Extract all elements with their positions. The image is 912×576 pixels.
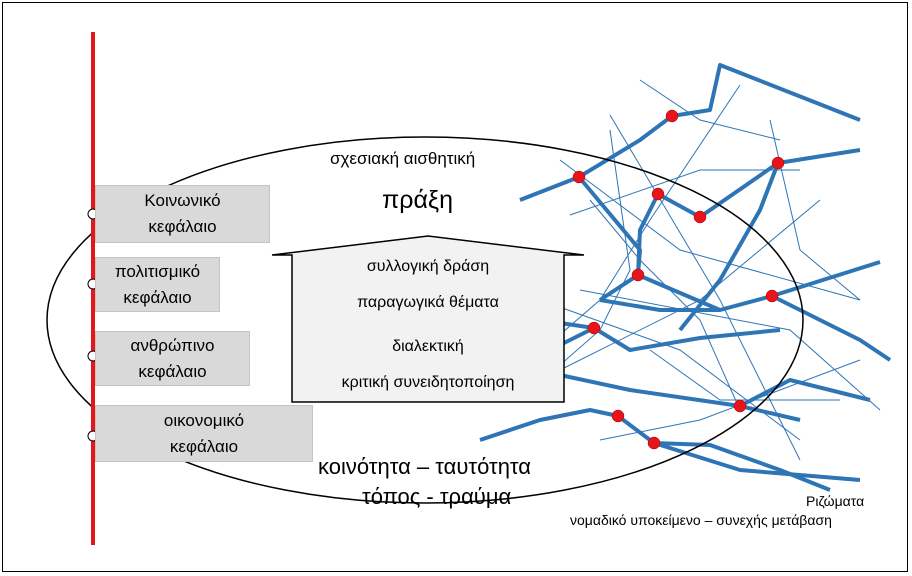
social-capital-label: Κοινωνικό κεφάλαιο: [144, 191, 221, 236]
praxis-arrow: [271, 235, 585, 403]
community-identity-label: κοινότητα – ταυτότητα: [318, 454, 532, 479]
rhizome-nodes: [572, 109, 785, 450]
cultural-capital-label: πολιτισμικό κεφάλαιο: [114, 261, 201, 307]
economic-capital-label: οικονομικό κεφάλαιο: [163, 410, 245, 456]
central-ellipse: [46, 136, 804, 504]
arrow-item-dialectic: διαλεκτική: [392, 338, 464, 355]
social-capital-box: Κοινωνικό κεφάλαιο: [95, 185, 270, 243]
place-trauma-label: τόπος - τραύμα: [362, 484, 512, 509]
human-capital-label: ανθρώπινο κεφάλαιο: [130, 335, 215, 381]
relational-aesthetics-label: σχεσιακή αισθητική: [330, 149, 476, 168]
rhizomes-label: Ριζώματα: [806, 493, 865, 509]
human-capital-box: ανθρώπινο κεφάλαιο: [95, 331, 250, 386]
arrow-item-collective-action: συλλογική δράση: [366, 258, 490, 275]
cultural-capital-box: πολιτισμικό κεφάλαιο: [95, 257, 220, 312]
praxis-label: πράξη: [382, 186, 454, 214]
nomadic-subject-label: νομαδικό υποκείμενο – συνεχής μετάβαση: [570, 512, 832, 528]
arrow-item-generative-themes: παραγωγικά θέματα: [357, 294, 499, 311]
economic-capital-box: οικονομικό κεφάλαιο: [95, 405, 313, 462]
arrow-item-critical-consciousness: κριτική συνειδητοποίηση: [341, 374, 515, 391]
